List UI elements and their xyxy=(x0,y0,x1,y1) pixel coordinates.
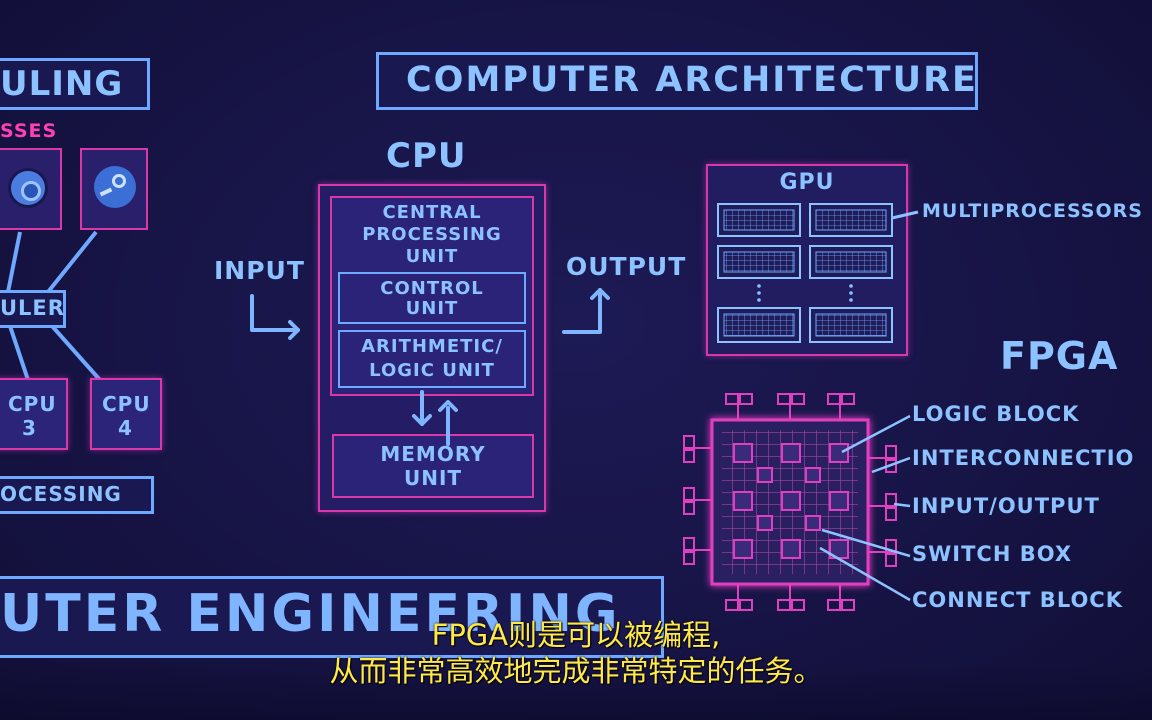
cpu-heading: CPU xyxy=(386,136,467,176)
scheduling-title-box xyxy=(0,58,150,110)
logic-block-label: LOGIC BLOCK xyxy=(912,402,1080,426)
control-unit-line2: UNIT xyxy=(405,298,459,319)
cpu-full-name-2: PROCESSING xyxy=(362,224,502,245)
multiprocessor-cells xyxy=(717,203,893,343)
subtitle-line-1: FPGA则是可以被编程, xyxy=(431,618,721,652)
input-output-label: INPUT/OUTPUT xyxy=(912,494,1100,518)
cpu4-label-line2: 4 xyxy=(118,416,133,440)
chrome-icon xyxy=(8,168,48,208)
cpu-full-name-3: UNIT xyxy=(405,246,459,267)
control-unit-line1: CONTROL xyxy=(380,278,484,299)
multiprocessing-label: OCESSING xyxy=(0,482,122,506)
scheduler-box xyxy=(0,290,66,328)
connect-block-label: CONNECT BLOCK xyxy=(912,588,1123,612)
logic-blocks xyxy=(733,443,849,559)
gpu-heading: GPU xyxy=(779,170,835,195)
cpu3-label-line1: CPU xyxy=(8,392,57,416)
subtitle-line-2: 从而非常高效地完成非常特定的任务。 xyxy=(329,654,823,688)
output-label: OUTPUT xyxy=(566,252,687,281)
scheduling-title: ULING xyxy=(0,64,124,104)
interconnection-label: INTERCONNECTIO xyxy=(912,446,1135,470)
engineering-banner-box xyxy=(0,576,664,658)
multiprocessors-label: MULTIPROCESSORS xyxy=(922,200,1143,222)
multiprocessing-box xyxy=(0,476,154,514)
architecture-title: COMPUTER ARCHITECTURE xyxy=(406,60,978,100)
fpga-heading: FPGA xyxy=(1000,334,1119,378)
switch-box-label: SWITCH BOX xyxy=(912,542,1073,566)
bottom-shadow xyxy=(0,664,1152,720)
cpu-full-name-1: CENTRAL xyxy=(382,202,482,223)
cpu4-label-line1: CPU xyxy=(102,392,151,416)
cpu3-label-line2: 3 xyxy=(22,416,37,440)
cpu4-box xyxy=(90,378,162,450)
alu-line2: LOGIC UNIT xyxy=(369,360,495,381)
processes-label: SSES xyxy=(0,120,58,142)
engineering-banner: UTER ENGINEERING xyxy=(0,584,621,644)
input-label: INPUT xyxy=(214,256,305,285)
memory-unit-line1: MEMORY xyxy=(380,442,486,466)
memory-unit-box xyxy=(332,434,534,498)
architecture-title-box xyxy=(376,52,978,110)
memory-unit-line2: UNIT xyxy=(403,466,463,490)
scheduler-label: ULER xyxy=(0,296,65,320)
cpu3-box xyxy=(0,378,68,450)
control-unit-box xyxy=(338,272,526,324)
alu-line1: ARITHMETIC/ xyxy=(361,336,503,357)
alu-box xyxy=(338,330,526,388)
steam-icon xyxy=(94,166,136,208)
